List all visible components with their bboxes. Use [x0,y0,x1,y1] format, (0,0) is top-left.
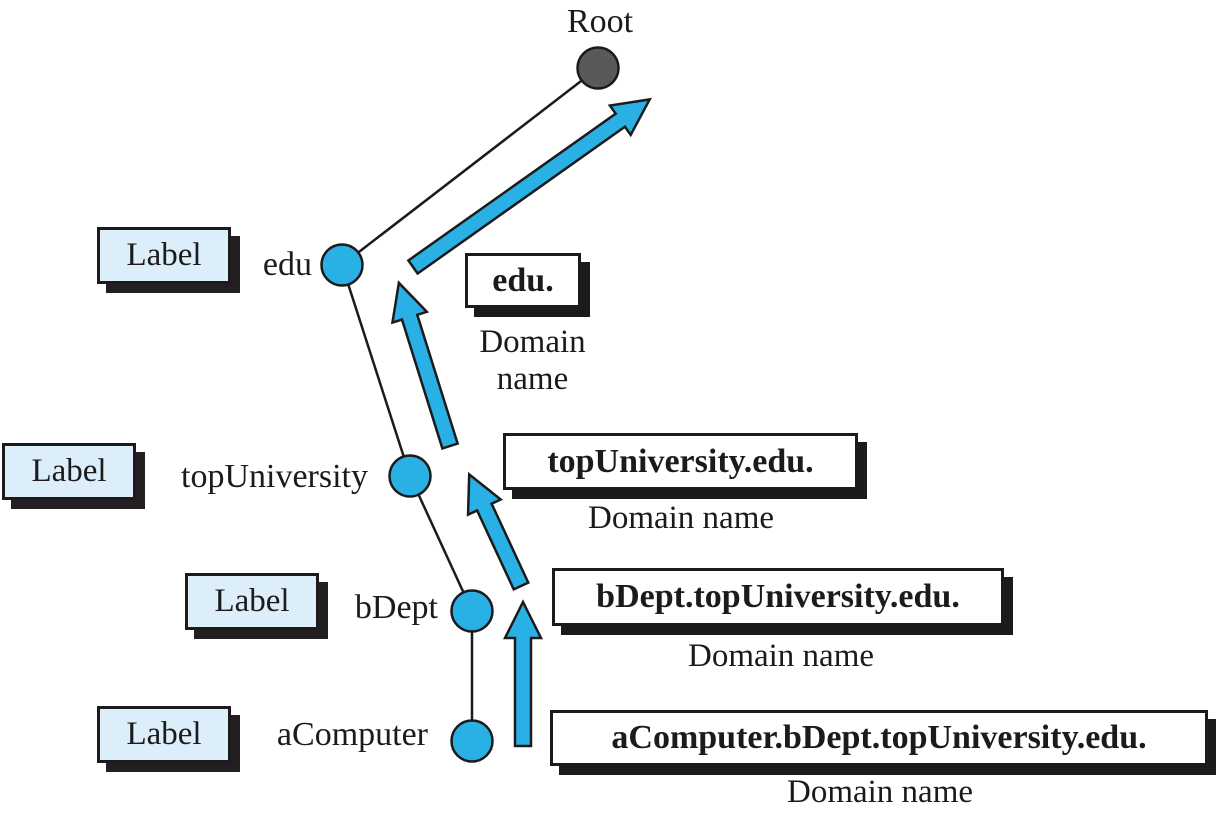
edu-node [320,243,364,287]
label-box-edu: Label [97,227,231,284]
caption-domain-name-edu: Domain name [479,324,586,397]
edge-edu-topuniversity [340,264,412,477]
caption-domain-name-acomputer: Domain name [786,774,974,810]
bdept-node [450,589,494,633]
caption-domain-name-bdept: Domain name [687,638,875,674]
domain-box-edu: edu. [465,253,581,308]
acomputer-node [450,719,494,763]
node-name-acomputer: aComputer [276,716,428,753]
node-name-topuniversity: topUniversity [181,458,368,495]
edge-root-edu [341,67,599,266]
arrow-bdept-to-topuniversity [466,471,530,592]
root-label: Root [566,3,634,40]
domain-box-acomputer: aComputer.bDept.topUniversity.edu. [550,710,1208,766]
root-node [576,46,620,90]
node-name-bdept: bDept [354,589,438,626]
domain-box-bdept: bDept.topUniversity.edu. [552,568,1004,626]
edge-topuniversity-bdept [408,475,474,612]
node-name-edu: edu [262,246,312,283]
tree-nodes [320,46,620,763]
arrow-acomputer-to-bdept [502,599,544,748]
label-box-topuniversity: Label [2,443,136,500]
domain-box-topuniversity: topUniversity.edu. [503,433,858,490]
label-box-bdept: Label [185,573,319,630]
topuniversity-node [388,454,432,498]
caption-domain-name-topuniversity: Domain name [587,500,775,536]
arrow-edu-to-root [406,97,652,276]
resolution-arrows [390,97,652,748]
label-box-acomputer: Label [97,706,231,763]
arrow-topuniversity-to-edu [390,280,460,450]
